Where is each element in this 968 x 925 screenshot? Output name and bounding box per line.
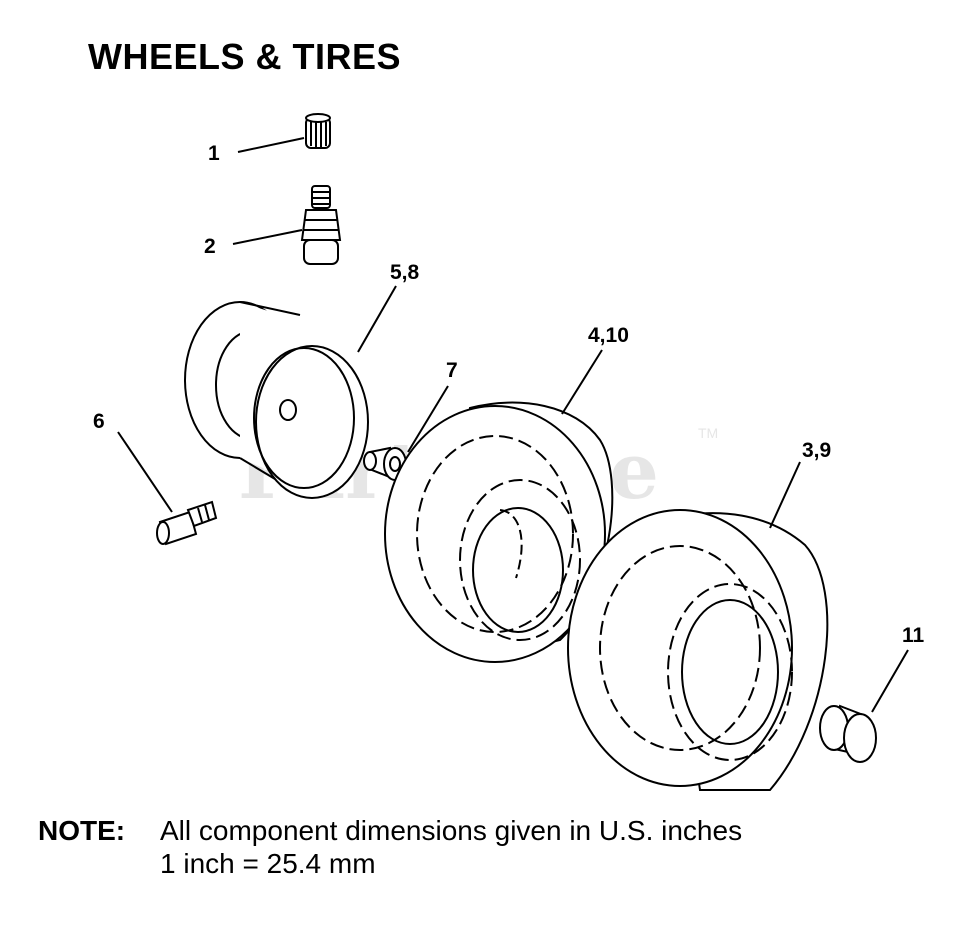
- callout-4-10: 4,10: [588, 324, 629, 347]
- bearing-part[interactable]: [363, 446, 407, 481]
- note-label: NOTE:: [38, 815, 126, 846]
- dimensions-note: NOTE: All component dimensions given in U…: [38, 814, 742, 880]
- leader-line-7: [407, 385, 449, 453]
- leader-line-6: [117, 431, 173, 513]
- note-text: All component dimensions given in U.S. i…: [160, 814, 742, 880]
- leader-line-3-9: [769, 461, 801, 529]
- wheel-rim-part[interactable]: [184, 301, 369, 499]
- tire-3-9-part[interactable]: [567, 509, 829, 791]
- hub-cap-part[interactable]: [819, 704, 877, 763]
- leader-line-2: [232, 229, 303, 245]
- callout-1: 1: [208, 142, 220, 165]
- leader-line-11: [871, 649, 909, 713]
- callout-2: 2: [204, 235, 216, 258]
- leader-line-1: [237, 137, 305, 153]
- callout-6: 6: [93, 410, 105, 433]
- callout-11: 11: [902, 624, 925, 647]
- note-line-2: 1 inch = 25.4 mm: [160, 848, 376, 879]
- valve-cap-part[interactable]: [305, 113, 331, 149]
- diagram-title: WHEELS & TIRES: [88, 36, 402, 77]
- leader-line-4-10: [561, 349, 603, 415]
- callout-3-9: 3,9: [802, 439, 831, 462]
- callout-7: 7: [446, 359, 458, 382]
- leader-line-58: [357, 285, 397, 353]
- grease-fitting-part[interactable]: [156, 500, 218, 546]
- watermark-trademark: TM: [698, 425, 718, 441]
- valve-stem-part[interactable]: [300, 185, 342, 265]
- note-line-1: All component dimensions given in U.S. i…: [160, 815, 743, 846]
- callout-5-8: 5,8: [390, 261, 420, 284]
